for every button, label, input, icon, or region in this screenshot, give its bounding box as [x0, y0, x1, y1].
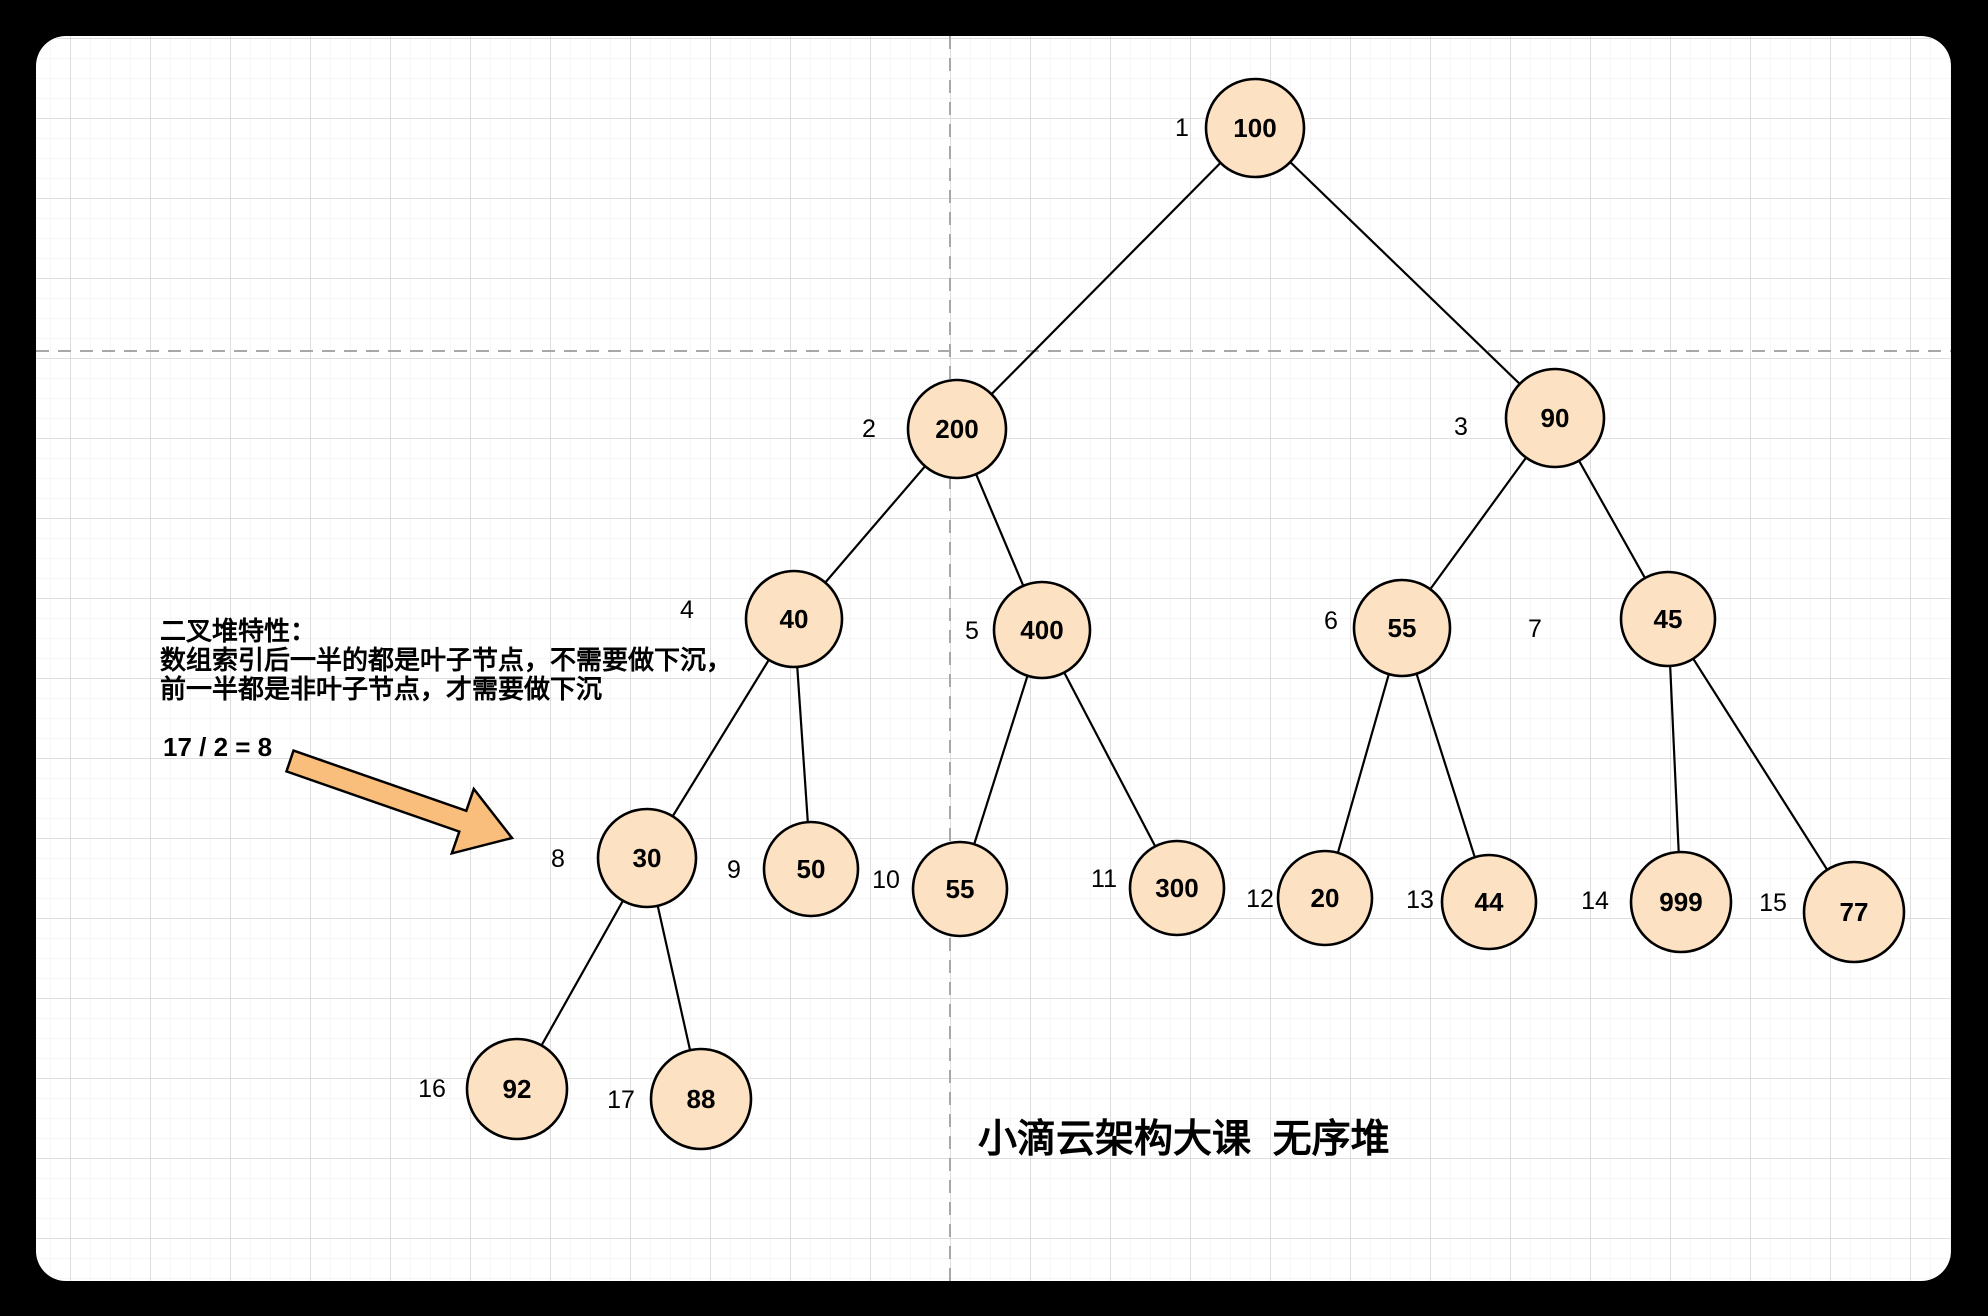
node-circle[interactable]: [1440, 853, 1538, 951]
node-value: 55: [1388, 613, 1417, 643]
node-circle[interactable]: [992, 580, 1092, 680]
annotation-formula: 17 / 2 = 8: [163, 732, 272, 762]
node-index-label: 16: [418, 1075, 446, 1103]
tree-node[interactable]: 77: [1802, 860, 1906, 964]
node-index-label: 8: [551, 845, 565, 873]
node-circle[interactable]: [1802, 860, 1906, 964]
tree-node[interactable]: 90: [1504, 367, 1606, 469]
node-value: 300: [1155, 873, 1198, 903]
drawing-surface: [36, 36, 1951, 1281]
node-index-label: 3: [1454, 413, 1468, 441]
node-value: 88: [687, 1084, 716, 1114]
node-index-label: 12: [1246, 885, 1274, 913]
node-circle[interactable]: [1352, 578, 1452, 678]
grid-major-lines: [36, 36, 1951, 1281]
node-value: 44: [1475, 887, 1504, 917]
annotation-line3: 前一半都是非叶子节点，才需要做下沉: [160, 674, 602, 704]
tree-node[interactable]: 200: [906, 378, 1008, 480]
node-index-label: 5: [965, 617, 979, 645]
node-circle[interactable]: [649, 1047, 753, 1151]
tree-node[interactable]: 30: [596, 807, 698, 909]
tree-nodes: 1 100 2 200 3 90 4 40 5 400 6 55: [418, 77, 1906, 1151]
node-circle[interactable]: [1204, 77, 1306, 179]
node-value: 45: [1654, 604, 1683, 634]
node-circle[interactable]: [596, 807, 698, 909]
node-circle[interactable]: [1629, 850, 1733, 954]
tree-node[interactable]: 300: [1128, 839, 1226, 937]
node-index-label: 17: [607, 1086, 635, 1114]
node-index-label: 9: [727, 856, 741, 884]
footer-title: 小滴云架构大课 无序堆: [978, 1118, 1390, 1161]
tree-node[interactable]: 44: [1440, 853, 1538, 951]
node-index-label: 15: [1759, 889, 1787, 917]
tree-node[interactable]: 400: [992, 580, 1092, 680]
node-index-label: 4: [680, 596, 694, 624]
node-index-label: 14: [1581, 887, 1609, 915]
node-value: 200: [935, 414, 978, 444]
node-value: 77: [1840, 897, 1869, 927]
node-value: 90: [1541, 403, 1570, 433]
tree-node[interactable]: 45: [1619, 570, 1717, 668]
node-value: 100: [1233, 113, 1276, 143]
tree-edge: [1667, 618, 1855, 913]
tree-node[interactable]: 20: [1276, 849, 1374, 947]
node-circle[interactable]: [465, 1037, 569, 1141]
node-value: 999: [1659, 887, 1702, 917]
tree-node[interactable]: 55: [911, 840, 1009, 938]
node-value: 400: [1020, 615, 1063, 645]
node-circle[interactable]: [911, 840, 1009, 938]
tree-node[interactable]: 40: [744, 569, 844, 669]
tree-node[interactable]: 50: [762, 820, 860, 918]
node-value: 40: [780, 604, 809, 634]
tree-edge: [956, 127, 1256, 430]
node-index-label: 13: [1406, 886, 1434, 914]
node-value: 55: [946, 874, 975, 904]
node-value: 20: [1311, 883, 1340, 913]
node-circle[interactable]: [1619, 570, 1717, 668]
node-circle[interactable]: [906, 378, 1008, 480]
node-index-label: 10: [872, 866, 900, 894]
node-value: 30: [633, 843, 662, 873]
tree-node[interactable]: 100: [1204, 77, 1306, 179]
node-circle[interactable]: [1504, 367, 1606, 469]
node-index-label: 7: [1528, 615, 1542, 643]
node-circle[interactable]: [1128, 839, 1226, 937]
guides: [36, 36, 1951, 1281]
tree-node[interactable]: 999: [1629, 850, 1733, 954]
node-circle[interactable]: [744, 569, 844, 669]
node-index-label: 1: [1175, 114, 1189, 142]
node-index-label: 6: [1324, 607, 1338, 635]
node-index-label: 2: [862, 415, 876, 443]
node-value: 92: [503, 1074, 532, 1104]
pointer-arrow: [284, 749, 515, 856]
tree-edge: [1254, 127, 1556, 419]
node-circle[interactable]: [1276, 849, 1374, 947]
node-index-label: 11: [1091, 865, 1117, 893]
tree-node[interactable]: 55: [1352, 578, 1452, 678]
tree-node[interactable]: 88: [649, 1047, 753, 1151]
node-circle[interactable]: [762, 820, 860, 918]
annotation-heading: 二叉堆特性：: [160, 616, 316, 646]
annotation-block: 二叉堆特性： 数组索引后一半的都是叶子节点，不需要做下沉， 前一半都是非叶子节点…: [160, 616, 732, 762]
annotation-line2: 数组索引后一半的都是叶子节点，不需要做下沉，: [160, 645, 732, 675]
tree-node[interactable]: 92: [465, 1037, 569, 1141]
node-value: 50: [797, 854, 826, 884]
